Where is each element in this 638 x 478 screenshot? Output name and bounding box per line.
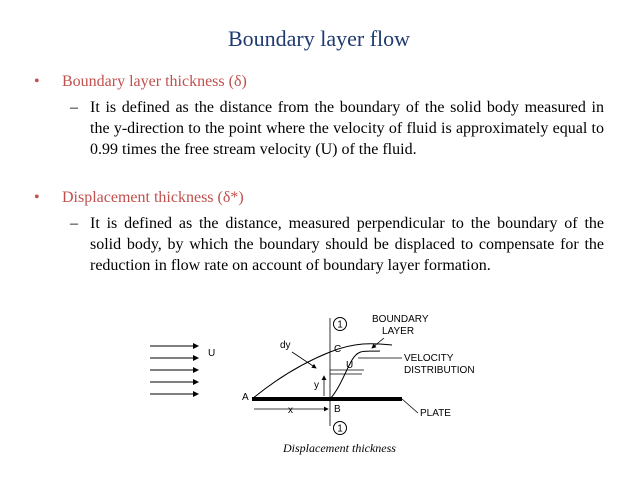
bullet-heading: Boundary layer thickness (δ) bbox=[62, 73, 247, 90]
point-c-label: C bbox=[334, 344, 341, 355]
dash-marker: – bbox=[70, 99, 78, 116]
section-marker-bottom bbox=[333, 421, 347, 435]
boundary-layer-curve bbox=[251, 343, 393, 400]
x-label: x bbox=[288, 405, 293, 416]
dy-leader bbox=[291, 351, 317, 369]
bullet-displacement-thickness: • Displacement thickness (δ*) bbox=[34, 189, 244, 207]
velocity-label-line1: VELOCITY bbox=[404, 353, 454, 364]
velocity-label-line2: DISTRIBUTION bbox=[404, 365, 475, 376]
sub-point-displacement-thickness: – It is defined as the distance, measure… bbox=[70, 213, 604, 276]
dash-marker: – bbox=[70, 215, 78, 232]
free-stream-label: U bbox=[208, 348, 215, 359]
y-label: y bbox=[314, 380, 319, 391]
displacement-thickness-diagram: U PLATE 1 1 dy y C U A B x BOUNDARY LAYE… bbox=[150, 314, 475, 455]
slide-title: Boundary layer flow bbox=[227, 26, 411, 51]
point-a-label: A bbox=[242, 392, 249, 403]
plate-leader bbox=[401, 398, 419, 414]
bullet-dot: • bbox=[34, 189, 40, 206]
boundary-layer-label-line1: BOUNDARY bbox=[372, 314, 429, 325]
bullet-dot: • bbox=[34, 73, 40, 90]
profile-u-label: U bbox=[346, 360, 353, 371]
point-b-label: B bbox=[334, 404, 341, 415]
boundary-layer-label-line2: LAYER bbox=[382, 326, 414, 337]
section-marker-top bbox=[333, 317, 347, 331]
velocity-profile bbox=[329, 350, 381, 400]
figure-caption: Displacement thickness bbox=[282, 441, 396, 455]
definition-text: It is defined as the distance, measured … bbox=[90, 215, 604, 274]
sub-point-boundary-layer-thickness: – It is defined as the distance from the… bbox=[70, 97, 604, 160]
section-top-label: 1 bbox=[337, 320, 343, 331]
boundary-layer-leader bbox=[371, 337, 385, 349]
plate-label: PLATE bbox=[420, 408, 451, 419]
free-stream-arrows bbox=[150, 343, 199, 397]
section-bottom-label: 1 bbox=[337, 424, 343, 435]
bullet-boundary-layer-thickness: • Boundary layer thickness (δ) bbox=[34, 73, 247, 91]
bullet-heading: Displacement thickness (δ*) bbox=[62, 189, 244, 206]
definition-text: It is defined as the distance from the b… bbox=[90, 99, 604, 158]
dy-label: dy bbox=[280, 340, 291, 351]
